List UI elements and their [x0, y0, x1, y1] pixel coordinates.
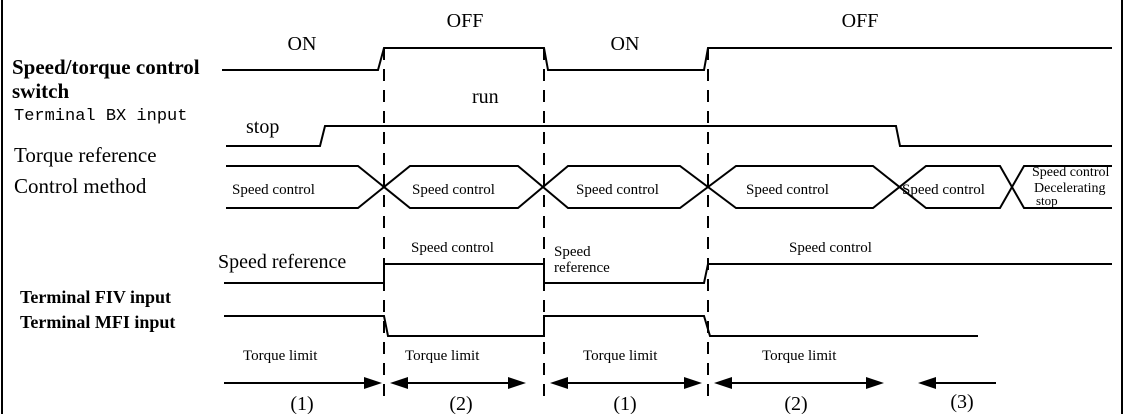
interval-label-4: (2) [784, 393, 807, 414]
interval-arrow-5-head-left [918, 377, 936, 389]
interval-arrow-2-head-left [390, 377, 408, 389]
interval-label-5: (3) [950, 391, 973, 413]
last-segment-line1: Speed control [1032, 165, 1109, 180]
torque-reference-label: Torque reference [14, 143, 157, 167]
bx-state-stop: stop [246, 116, 279, 138]
control-timeline-upper-path [226, 165, 1112, 209]
last-segment-line2: Decelerating [1034, 181, 1106, 196]
fiv-annotation-speed-reference-1: Speed reference [218, 251, 346, 273]
torque-limit-label-4: Torque limit [762, 348, 837, 364]
switch-label-line1: Speed/torque control [12, 55, 200, 79]
switch-waveform [222, 47, 1112, 71]
interval-arrow-3-head-right [684, 377, 702, 389]
state-off-1: OFF [447, 10, 484, 32]
fiv-input-label: Terminal FIV input [20, 287, 171, 307]
bx-input-label: Terminal BX input [14, 107, 187, 126]
interval-label-3: (1) [613, 393, 636, 414]
torque-limit-label-1: Torque limit [243, 348, 318, 364]
fiv-annotation-speed-control-2: Speed control [789, 240, 872, 256]
interval-arrow-4-head-left [714, 377, 732, 389]
fiv-annotation-speed-control-1: Speed control [411, 240, 494, 256]
torque-limit-label-2: Torque limit [405, 348, 480, 364]
control-segment-3: Speed control [576, 182, 659, 198]
mfi-input-label: Terminal MFI input [20, 312, 175, 332]
control-segment-5: Speed control [902, 182, 985, 198]
state-on-2: ON [611, 33, 640, 55]
interval-label-1: (1) [290, 393, 313, 414]
interval-arrow-1-head-right [364, 377, 382, 389]
state-on-1: ON [288, 33, 317, 55]
fiv-input-waveform [224, 263, 1112, 284]
interval-arrow-2-head-right [508, 377, 526, 389]
control-segment-4: Speed control [746, 182, 829, 198]
interval-label-2: (2) [449, 393, 472, 414]
switch-label-line2: switch [12, 79, 69, 103]
last-segment-line3: stop [1036, 193, 1058, 208]
control-segment-2: Speed control [412, 182, 495, 198]
state-off-2: OFF [842, 10, 879, 32]
interval-arrow-3-head-left [550, 377, 568, 389]
bx-state-run: run [472, 86, 499, 108]
interval-arrow-4-head-right [866, 377, 884, 389]
bx-input-waveform [226, 125, 1112, 147]
fiv-annotation-speed-reference-2-line1: Speed [554, 244, 591, 260]
mfi-input-waveform [224, 315, 978, 337]
torque-limit-label-3: Torque limit [583, 348, 658, 364]
control-method-label: Control method [14, 174, 147, 198]
fiv-annotation-speed-reference-2-line2: reference [554, 260, 610, 276]
control-segment-1: Speed control [232, 182, 315, 198]
